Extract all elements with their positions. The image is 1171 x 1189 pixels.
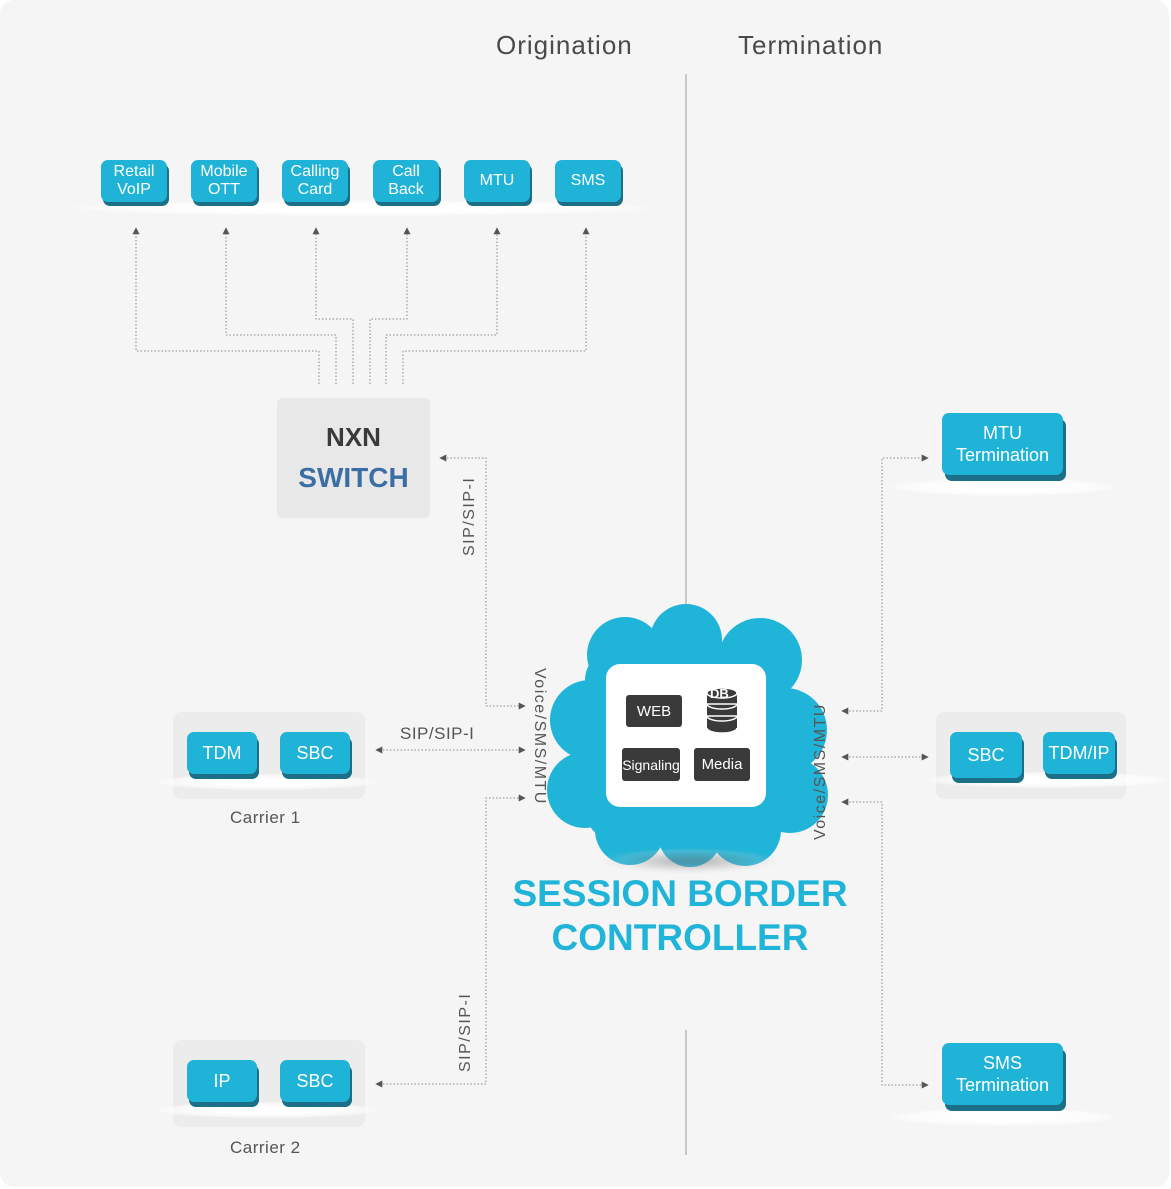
- wire-callback: [369, 227, 411, 384]
- sms-term-tray: [890, 1108, 1116, 1126]
- wire-calling: [312, 227, 354, 384]
- carrier1-caption: Carrier 1: [230, 808, 301, 827]
- wire-sms: [402, 227, 590, 384]
- services-tray: [70, 200, 655, 216]
- nxn-switch: NXN SWITCH: [277, 398, 430, 518]
- mtu-term-line1: MTU: [982, 423, 1022, 443]
- origination-header: Origination: [496, 30, 633, 60]
- switch-title-switch: SWITCH: [298, 462, 409, 493]
- carrier1-tdm: TDM: [187, 732, 257, 774]
- sbc-tile-media: Media: [694, 748, 750, 781]
- sbc-tile-signaling: Signaling: [622, 748, 680, 781]
- carrier2-tray: [155, 1102, 380, 1118]
- service-label-line2: VoIP: [117, 181, 151, 198]
- wire-retail: [132, 227, 320, 384]
- service-label-line2: Card: [297, 181, 333, 198]
- service-label-line1: Calling: [290, 163, 340, 180]
- link-label-switch: SIP/SIP-I: [461, 476, 478, 556]
- sbc-tile-web: WEB: [626, 695, 682, 727]
- carrier2-sbc: SBC: [280, 1060, 350, 1102]
- carrier2-ip: IP: [187, 1060, 257, 1102]
- service-label-line1: Retail: [113, 163, 155, 180]
- partner-tdm-ip: TDM/IP: [1043, 732, 1115, 774]
- wire-mtu: [385, 227, 501, 384]
- sbc-title-line2: CONTROLLER: [551, 917, 809, 958]
- service-label-line1: Call: [392, 163, 420, 180]
- service-label-line2: Back: [388, 181, 424, 198]
- sbc-tile-db: DB: [710, 686, 729, 701]
- mtu-term-tray: [890, 478, 1116, 496]
- wire-carrier2: [375, 794, 526, 1088]
- carrier1-tray: [155, 774, 380, 790]
- sms-term-line1: SMS: [982, 1053, 1022, 1073]
- carrier1-sbc: SBC: [280, 732, 350, 774]
- service-label-line1: MTU: [479, 172, 515, 189]
- sbc-shadow: [600, 848, 780, 874]
- termination-header: Termination: [738, 30, 884, 60]
- wire-switch-sbc: [439, 454, 526, 710]
- service-label-line1: Mobile: [200, 163, 248, 180]
- link-label-voice-left: Voice/SMS/MTU: [531, 668, 548, 805]
- link-label-carrier1: SIP/SIP-I: [400, 724, 475, 743]
- carrier2-caption: Carrier 2: [230, 1138, 301, 1157]
- service-label-line2: OTT: [207, 181, 240, 198]
- mtu-term-line2: Termination: [955, 445, 1050, 465]
- service-sms: SMS: [555, 160, 621, 202]
- service-label-line1: SMS: [570, 172, 606, 189]
- wire-mobile: [222, 227, 337, 384]
- sbc-inner-panel: [606, 664, 766, 807]
- sms-term-line2: Termination: [955, 1075, 1050, 1095]
- sbc-title-line1: SESSION BORDER: [512, 873, 848, 914]
- switch-title-nxn: NXN: [326, 422, 381, 452]
- link-label-voice-right: Voice/SMS/MTU: [812, 703, 829, 840]
- partner-sbc: SBC: [950, 732, 1022, 778]
- wire-mtu-term: [841, 454, 929, 715]
- service-mtu: MTU: [464, 160, 530, 202]
- link-label-carrier2: SIP/SIP-I: [457, 992, 474, 1072]
- sbc-title: SESSION BORDER CONTROLLER: [480, 872, 880, 960]
- db-icon: [706, 687, 738, 734]
